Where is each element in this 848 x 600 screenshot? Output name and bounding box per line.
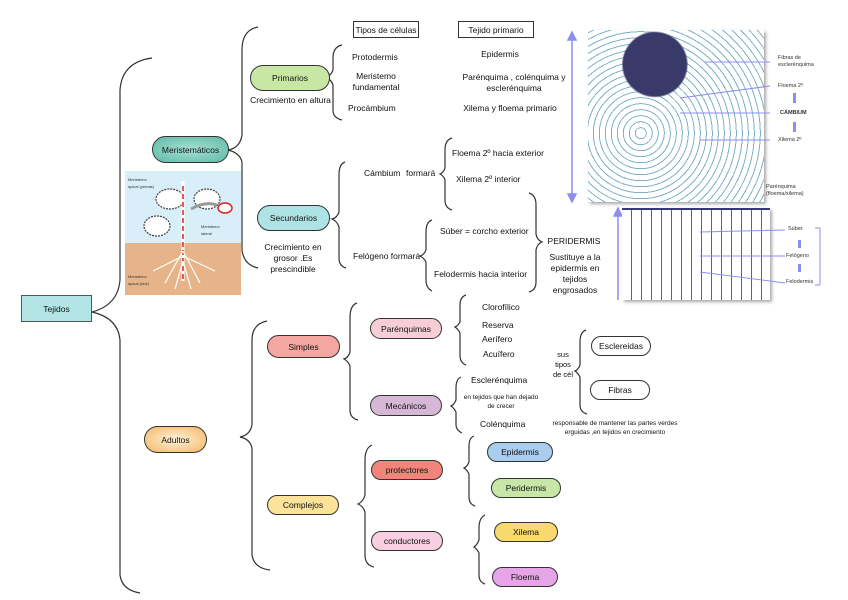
meristematicos-label: Meristemáticos [161,144,220,155]
node-conductores[interactable]: conductores [371,531,443,551]
cambium-output-floema: Floema 2º hacia exterior [452,148,544,158]
tissue-epidermis: Epidermis [481,49,519,59]
cell-protodermis: Protodermis [352,52,398,62]
parenquima-type-acuifero: Acuífero [483,349,515,359]
header-tejido-primario-label: Tejido primario [468,24,524,35]
bark-label-suber: Súber [788,226,803,232]
brace-cambium [438,137,453,211]
brace-peridermis [528,192,544,293]
secundarios-label: Secundarios [269,213,318,223]
brace-adultos [239,320,271,571]
brace-parenquimas [453,294,467,366]
header-tipos-celulas: Tipos de células [353,21,419,38]
node-esclereidas[interactable]: Esclereidas [591,336,651,356]
node-adultos[interactable]: Adultos [144,426,207,453]
arrow-head-up [566,30,578,41]
brace-tipos-cel [573,329,588,415]
brace-secundarios [329,161,347,269]
node-epidermis[interactable]: Epidermis [487,442,553,462]
root-node[interactable]: Tejidos [21,295,92,322]
cell-procambium: Procámbium [348,103,396,113]
mecanicos-label: Mecánicos [385,400,427,411]
node-protectores[interactable]: protectores [371,460,443,480]
bark-label-felodermis: Felodermis [786,279,814,285]
felogeno-output-felodermis: Felodermis hacia interior [434,269,528,279]
stem-label-floema: Floema 2º [778,83,803,89]
micrograph-stem-image [588,30,764,202]
plant-meristem-image: Meristemo apical (yemas) Meristemo later… [125,171,241,295]
esclereidas-label: Esclereidas [599,341,643,351]
protectores-label: protectores [385,465,429,475]
parenquimas-label: Parénquimas [380,323,432,334]
root-label: Tejidos [43,303,70,314]
tissue-xilema-floema: Xilema y floema primario [463,103,557,113]
stem-label-cambium: CÁMBIUM [780,110,807,116]
xilema-label: Xilema [513,527,539,537]
node-meristematicos[interactable]: Meristemáticos [152,136,229,163]
cambium-verb: formará [406,168,436,178]
stem-label-xilema: Xilema 2º [778,137,802,143]
mecanicos-colenquima-note: responsable de mantener las partes verde… [552,420,678,436]
cell-meristemo-fundamental: Meristemo fundamental [352,71,400,92]
arrow-head-down [566,193,578,204]
primarios-label: Primarios [272,73,308,83]
mecanicos-esclerenquima: Esclerénquima [471,375,528,385]
bark-label-felogeno: Felógeno [786,253,809,259]
simples-label: Simples [288,341,319,352]
complejos-label: Complejos [282,500,324,510]
node-simples[interactable]: Simples [267,335,340,358]
header-tejido-primario: Tejido primario [458,21,534,38]
micrograph-bark-image [622,208,770,300]
plant-label-lateral: Meristemo lateral [201,224,220,236]
node-fibras[interactable]: Fibras [590,380,650,400]
felogeno-output-suber: Súber = corcho exterior [440,226,529,236]
brace-felogeno [418,219,433,292]
plant-label-apical: Meristemo apical (yemas) [128,177,155,189]
header-tipos-celulas-label: Tipos de células [355,24,417,35]
brace-conductores [472,514,486,585]
node-parenquimas[interactable]: Parénquimas [370,318,442,339]
cambium-label: Cámbium [364,168,401,178]
cambium-output-xilema: Xilema 2º interior [456,174,521,184]
brace-complejos [356,444,375,568]
plant-label-root: Meristemo apical (raíz) [128,274,149,286]
peridermis-title: PERIDERMIS [547,236,601,246]
secundarios-note: Crecimiento en grosor .Es prescindible [264,242,322,274]
brace-tejidos [91,57,153,594]
node-floema[interactable]: Floema [492,567,558,587]
stem-label-fibras: Fibras de esclerénquima [778,55,814,68]
stem-label-parenquima: Parénquima (floema/xilema) [766,184,804,197]
parenquima-type-reserva: Reserva [482,320,514,330]
node-peridermis[interactable]: Peridermis [491,478,561,498]
node-primarios[interactable]: Primarios [250,65,330,91]
brace-protectores [462,435,476,507]
fibras-label: Fibras [608,385,632,395]
peridermis-desc: Sustituye a la epidermis en tejidos engr… [549,252,601,295]
peridermis-label: Peridermis [505,483,547,493]
mecanicos-colenquima: Colénquima [480,419,526,429]
parenquima-type-aerifero: Aerífero [482,334,513,344]
node-secundarios[interactable]: Secundarios [257,205,330,231]
tissue-parenquima: Parénquima , colénquima y esclerénquima [462,72,566,93]
conductores-label: conductores [383,536,431,546]
felogeno-label: Felógeno formará [353,251,421,261]
brace-mecanicos [449,376,463,434]
node-mecanicos[interactable]: Mecánicos [370,395,442,416]
parenquima-type-clorofilico: Clorofílico [482,302,520,312]
primarios-note: Crecimiento en altura [250,95,331,105]
epidermis-label: Epidermis [501,447,539,457]
floema-label: Floema [510,572,540,582]
mecanicos-esclerenquima-note: en tejidos que han dejado de crecer [463,394,539,410]
brace-simples [342,302,359,421]
adultos-label: Adultos [161,434,190,445]
node-complejos[interactable]: Complejos [267,495,339,515]
node-xilema[interactable]: Xilema [494,522,558,542]
tipos-cel-label: sus tipos de cél [553,350,574,379]
